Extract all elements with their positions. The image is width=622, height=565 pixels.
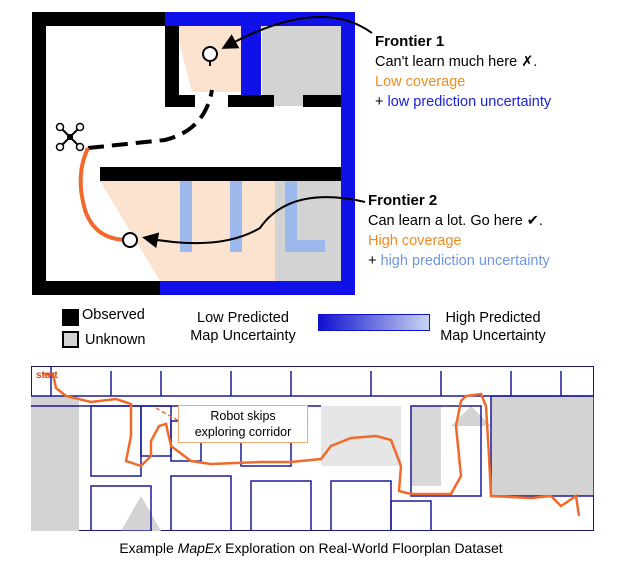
arrow-frontier-2: [142, 196, 366, 249]
frontier-2-title: Frontier 2: [368, 192, 438, 209]
low-uncertainty-label-line1: Low Predicted: [197, 310, 289, 326]
caption-prefix: Example: [119, 540, 178, 556]
unknown-region-top: [262, 26, 341, 106]
floorplan-map: [31, 366, 594, 531]
high-uncertainty-border-bottom: [160, 281, 355, 295]
callout-line1: Robot skips: [210, 409, 276, 423]
frontier-1-uncertainty: + low prediction uncertainty: [375, 94, 551, 110]
planned-path-dashed: [87, 89, 214, 150]
floorplan-robot-path: [43, 372, 581, 517]
low-uncertainty-label: Low Predicted Map Uncertainty: [178, 309, 308, 345]
frontier-1-desc: Can't learn much here ✗.: [375, 54, 538, 70]
figure-caption: Example MapEx Exploration on Real-World …: [0, 540, 622, 556]
frontier-1-marker: [202, 46, 218, 62]
frontier-2-uncertainty-text: high prediction uncertainty: [380, 253, 550, 269]
start-label: start: [36, 370, 58, 381]
frontier-1-uncertainty-text: low prediction uncertainty: [387, 94, 552, 110]
callout-line2: exploring corridor: [194, 425, 292, 439]
low-uncertainty-pillar-2: [230, 181, 242, 252]
unknown-label: Unknown: [85, 332, 146, 348]
observed-swatch: [62, 309, 79, 326]
caption-italic: MapEx: [177, 540, 222, 556]
floorplan-unknown-1: [31, 396, 79, 531]
frontier-1-title: Frontier 1: [375, 33, 445, 50]
frontier-2-coverage: High coverage: [368, 233, 462, 249]
upper-room-wall-bottom: [165, 95, 195, 107]
observed-label: Observed: [82, 307, 145, 323]
high-uncertainty-label-line2: Map Uncertainty: [440, 328, 546, 344]
plus-sign: +: [368, 253, 381, 269]
upper-room-wall-left: [165, 26, 179, 106]
frontier-2-uncertainty: + high prediction uncertainty: [368, 253, 550, 269]
low-uncertainty-pillar-3: [285, 181, 297, 252]
frontier-1-coverage: Low coverage: [375, 74, 466, 90]
high-uncertainty-label-line1: High Predicted: [445, 310, 541, 326]
frontier-2-marker: [122, 232, 138, 248]
unknown-region-bottom: [275, 181, 341, 281]
divider-wall: [100, 167, 341, 181]
upper-room-wall-mid: [228, 95, 274, 107]
frontier-2-desc: Can learn a lot. Go here ✔.: [368, 213, 543, 229]
drone-icon: [55, 122, 85, 152]
arrow-frontier-1: [221, 16, 373, 49]
uncertainty-gradient-bar: [318, 314, 430, 331]
callout-pointer: [155, 407, 180, 422]
exploration-map: [32, 12, 373, 295]
upper-room-blue-wall: [241, 26, 261, 96]
high-uncertainty-label: High Predicted Map Uncertainty: [428, 309, 558, 345]
low-uncertainty-pillar-bottom: [285, 240, 325, 252]
unknown-swatch: [62, 331, 79, 348]
low-uncertainty-label-line2: Map Uncertainty: [190, 328, 296, 344]
caption-suffix: Exploration on Real-World Floorplan Data…: [221, 540, 503, 556]
robot-path: [78, 147, 129, 242]
floorplan-unknown-2: [491, 396, 594, 496]
plus-sign: +: [375, 94, 388, 110]
high-uncertainty-border-right: [341, 181, 355, 295]
corridor-wall-right: [303, 95, 341, 107]
low-uncertainty-pillar-1: [180, 181, 192, 252]
floorplan-unknown-4: [411, 406, 441, 486]
callout-box: Robot skips exploring corridor: [178, 405, 308, 443]
